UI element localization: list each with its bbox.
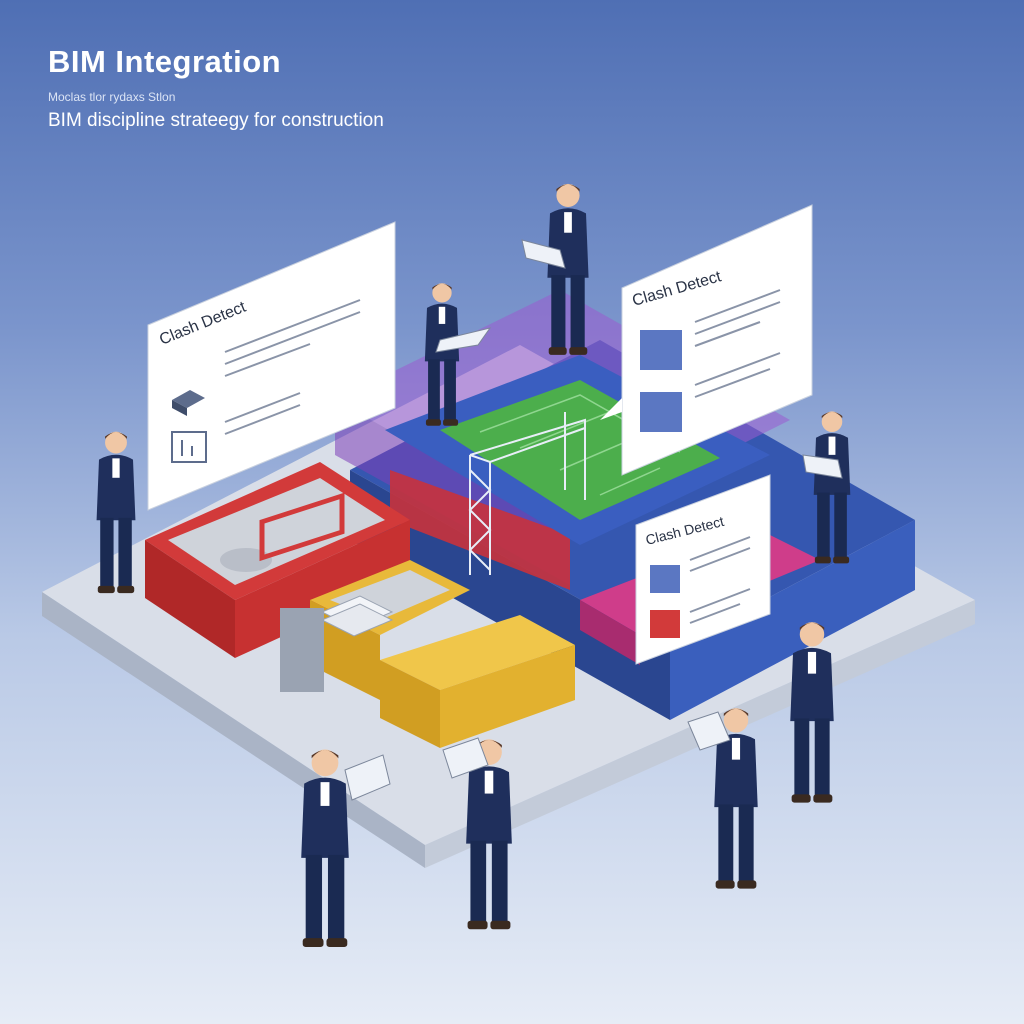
building-icon	[640, 330, 682, 370]
clash-panel-left[interactable]: Clash Detect	[147, 221, 396, 511]
page-tagline: BIM discipline strateegy for constructio…	[48, 110, 384, 131]
yellow-block2-top	[380, 615, 575, 690]
magenta-block-side	[580, 600, 640, 665]
red-block-right	[235, 520, 410, 658]
cube-icon	[172, 390, 205, 416]
yellow-block-left	[310, 600, 380, 700]
chart-icon	[171, 431, 207, 463]
header: BIM Integration Moclas tlor rydaxs Stlon…	[48, 44, 568, 132]
green-floor-plan	[440, 380, 720, 520]
boxes-icon	[640, 392, 682, 432]
blue-layer-right	[670, 520, 915, 720]
red-layer-side	[390, 470, 570, 590]
boxes-icon	[650, 610, 680, 638]
page-subtitle: Moclas tlor rydaxs Stlon	[48, 90, 176, 104]
scaffold-frame	[468, 412, 586, 575]
held-documents	[344, 239, 843, 801]
page-title: BIM Integration	[48, 44, 282, 79]
yellow-block2-right	[440, 645, 575, 748]
round-tank	[220, 548, 272, 572]
clash-panel-right-bottom[interactable]: Clash Detect	[635, 474, 771, 665]
red-frame	[259, 492, 345, 562]
callout-pointer	[600, 398, 622, 420]
red-block-left	[145, 540, 235, 658]
yellow-block2-left	[380, 660, 440, 748]
clash-panel-right-top[interactable]: Clash Detect	[600, 204, 813, 476]
building-icon	[650, 565, 680, 593]
gray-column	[280, 608, 324, 692]
stacked-documents	[320, 595, 394, 637]
